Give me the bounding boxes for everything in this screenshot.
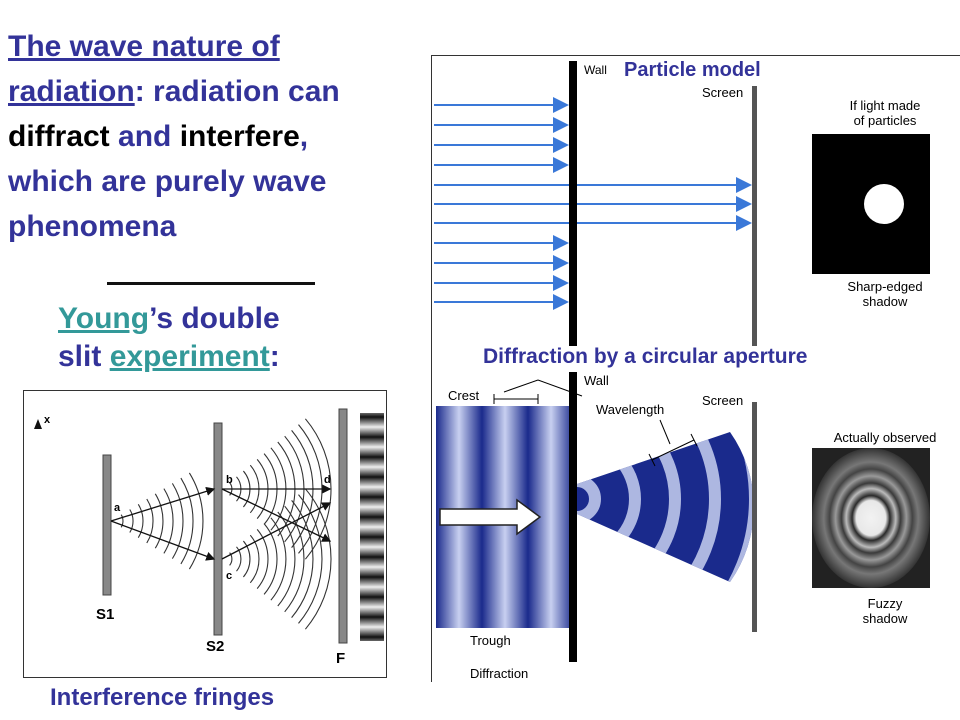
label-s2: S2: [206, 638, 224, 655]
wavefront-arc-c: [304, 488, 332, 630]
point-a: a: [114, 502, 121, 514]
fan-wavefront: [577, 432, 681, 582]
screen-label-top: Screen: [702, 85, 744, 100]
wavefront-arc-c: [242, 540, 251, 578]
young-text-1: ’s double: [149, 302, 280, 335]
wavefront-arc-a: [180, 477, 194, 565]
interference-fringes-caption: Interference fringes: [50, 684, 275, 711]
particle-model-caption: Particle model: [624, 59, 761, 81]
screen-bar-top: [752, 86, 757, 346]
sharp-bright-spot: [864, 184, 904, 224]
young-colon: :: [269, 340, 280, 373]
particle-model-diagram: [434, 61, 930, 346]
wavefront-arc-c: [229, 552, 233, 566]
experiment-link[interactable]: experiment: [109, 340, 270, 373]
wavefront-arc-a: [171, 483, 184, 559]
heading: The wave nature of radiation: radiation …: [8, 24, 428, 249]
fan-wavefront: [577, 432, 721, 582]
fan-wavefront: [577, 435, 641, 563]
x-axis-label: x: [44, 414, 51, 426]
barrier-s2: [213, 422, 223, 636]
wavefront-arc-a: [163, 488, 174, 554]
circular-aperture-caption: Diffraction by a circular aperture: [483, 345, 808, 368]
heading-text: : radiation can: [134, 75, 340, 108]
wavefront-arc-c: [284, 505, 305, 613]
point-d: d: [324, 474, 331, 486]
young-text-2: slit: [58, 340, 110, 373]
observed-rings: [812, 448, 930, 588]
wavefront-arc-c: [236, 546, 242, 572]
crest-label: Crest: [448, 388, 480, 403]
wavefront-arc-c: [263, 523, 278, 595]
heading-comma: ,: [299, 120, 309, 153]
wavefront-arc-c: [249, 534, 260, 584]
circular-aperture-diagram: [436, 372, 930, 662]
diffraction-label: Diffraction: [470, 666, 529, 681]
point-b: b: [226, 474, 233, 486]
divider-line: [107, 282, 315, 285]
x-axis-arrow: [34, 419, 42, 429]
wall-label-bottom: Wall: [584, 373, 609, 388]
wall-bar-top: [569, 61, 577, 346]
wall-label-top: Wall: [584, 63, 607, 77]
wall-bar-bottom: [569, 372, 577, 662]
wavefront-arc-c: [270, 517, 287, 601]
wavefront-arc-c: [256, 529, 269, 589]
heading-word-and: and: [109, 120, 180, 153]
wavefront-arc-a: [154, 493, 164, 549]
heading-link-radiation[interactable]: radiation: [8, 75, 135, 108]
fringe-pattern: [360, 413, 384, 641]
wavefront-arc-c: [298, 494, 323, 624]
heading-link-wave-nature[interactable]: The wave nature of: [8, 30, 280, 63]
trough-label: Trough: [470, 633, 511, 648]
wavefront-arc-a: [120, 514, 124, 528]
heading-word-interfere: interfere: [179, 120, 300, 153]
screen-label-bottom: Screen: [702, 393, 744, 408]
barrier-s1: [102, 454, 112, 596]
double-slit-diagram: x a b c d S1 S2 F: [34, 408, 384, 667]
heading-line-5: phenomena: [8, 210, 177, 243]
young-link[interactable]: Young: [58, 302, 150, 335]
screen-bar-bottom: [752, 402, 757, 632]
label-f: F: [336, 650, 345, 667]
point-c: c: [226, 570, 232, 582]
screen-f: [338, 408, 348, 644]
wavelength-label: Wavelength: [596, 402, 665, 417]
heading-line-4: which are purely wave: [8, 165, 327, 198]
wavefront-arc-c: [277, 511, 296, 607]
wavefront-arc-a: [129, 509, 134, 533]
wavefront-arc-a: [146, 498, 154, 544]
heading-word-diffract: diffract: [8, 120, 110, 153]
wavefront-arc-c: [291, 500, 314, 618]
label-s1: S1: [96, 606, 114, 623]
actually-observed-label: Actually observed: [833, 430, 937, 445]
fan-wavefront: [577, 475, 601, 523]
wavefront-arc-a: [137, 504, 144, 538]
young-heading: Young’s double slit experiment:: [58, 300, 358, 376]
wavefront-arc-a: [188, 472, 204, 570]
incident-arrow: [439, 498, 542, 536]
